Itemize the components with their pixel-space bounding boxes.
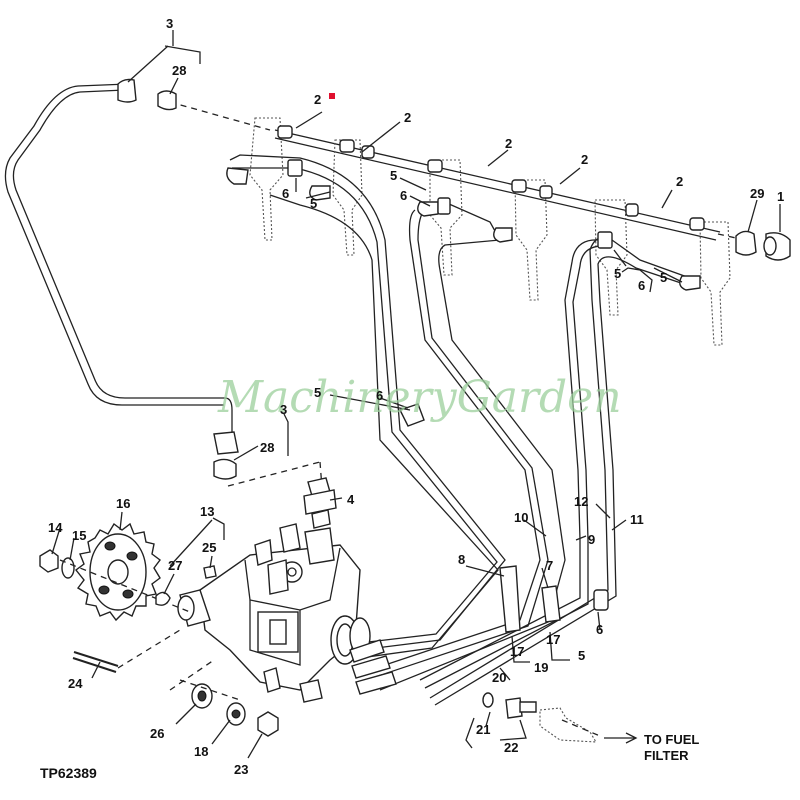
callout-3-top: 3 (166, 16, 173, 31)
callout-5-e: 5 (314, 385, 321, 400)
callout-28-lower: 28 (260, 440, 274, 455)
callout-25: 25 (202, 540, 216, 555)
callout-6-e: 6 (596, 622, 603, 637)
part-callouts: 3 28 2 2 2 2 2 29 1 6 5 5 6 5 6 5 5 6 3 … (48, 16, 784, 777)
leak-off-lower-fittings (213, 431, 323, 489)
callout-2-third: 2 (505, 136, 512, 151)
highlight-marker (329, 93, 335, 99)
callout-28-top: 28 (172, 63, 186, 78)
callout-15: 15 (72, 528, 86, 543)
lower-hardware (169, 659, 279, 737)
upper-leak-off-pipes (169, 101, 746, 241)
callout-6-d: 6 (376, 388, 383, 403)
callout-23: 23 (234, 762, 248, 777)
callout-24: 24 (68, 676, 83, 691)
fuel-filter-label: TO FUEL FILTER (644, 732, 699, 763)
callout-7: 7 (546, 558, 553, 573)
callout-5-f: 5 (578, 648, 585, 663)
callout-6-b: 6 (400, 188, 407, 203)
callout-16: 16 (116, 496, 130, 511)
callout-3-lower: 3 (280, 402, 287, 417)
leak-off-return-line (4, 83, 233, 440)
leader-lines (51, 30, 781, 759)
callout-17-a: 17 (510, 644, 524, 659)
callout-4: 4 (347, 492, 355, 507)
fuel-filter-label-line1: TO FUEL (644, 732, 699, 747)
callout-1: 1 (777, 189, 784, 204)
fuel-filter-fittings (482, 692, 638, 744)
callout-13: 13 (200, 504, 214, 519)
callout-2-fourth: 2 (581, 152, 588, 167)
callout-22: 22 (504, 740, 518, 755)
callout-10: 10 (514, 510, 528, 525)
callout-5-b: 5 (390, 168, 397, 183)
banjo-fittings (277, 125, 705, 231)
callout-12: 12 (574, 494, 588, 509)
callout-29: 29 (750, 186, 764, 201)
upper-line-connectors (226, 159, 701, 291)
callout-17-b: 17 (546, 632, 560, 647)
callout-5-c: 5 (614, 266, 621, 281)
figure-code: TP62389 (40, 765, 97, 781)
callout-5-d: 5 (660, 270, 667, 285)
callout-6-a: 6 (282, 186, 289, 201)
callout-19: 19 (534, 660, 548, 675)
callout-6-c: 6 (638, 278, 645, 293)
fuel-filter-label-line2: FILTER (644, 748, 689, 763)
injection-pump (177, 523, 397, 703)
upper-end-fittings (117, 78, 791, 261)
callout-2-fifth: 2 (676, 174, 683, 189)
injector-nozzles (249, 117, 731, 346)
stud-24 (72, 629, 181, 673)
watermark: MachineryGarden (217, 372, 622, 423)
callout-18: 18 (194, 744, 208, 759)
callout-5-a: 5 (310, 196, 317, 211)
callout-2-second: 2 (404, 110, 411, 125)
line-clamps (399, 403, 609, 633)
callout-9: 9 (588, 532, 595, 547)
callout-2-first: 2 (314, 92, 321, 107)
callout-8: 8 (458, 552, 465, 567)
callout-14: 14 (48, 520, 63, 535)
callout-27: 27 (168, 558, 182, 573)
drive-gear (39, 522, 191, 622)
callout-21: 21 (476, 722, 490, 737)
callout-20: 20 (492, 670, 506, 685)
callout-11: 11 (630, 512, 644, 527)
pump-top-fitting (303, 477, 337, 529)
callout-26: 26 (150, 726, 164, 741)
